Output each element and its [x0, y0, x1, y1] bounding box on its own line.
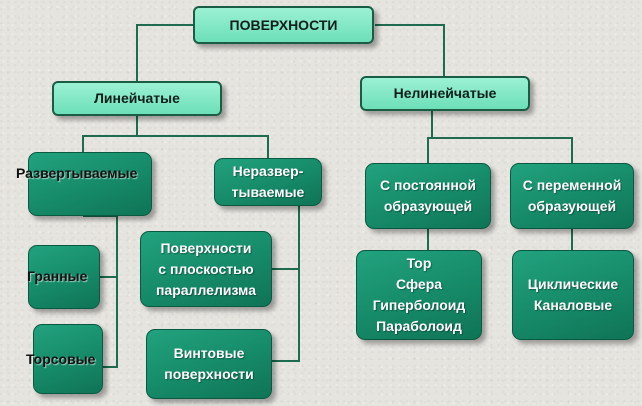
- connector-developable-sub: [83, 215, 118, 368]
- node-constant-examples: Тор Сфера Гиперболоид Параболоид: [356, 250, 482, 340]
- connector-root-nonlinear: [375, 24, 445, 77]
- node-faceted: [28, 245, 100, 309]
- node-parallel-plane: Поверхности с плоскостью параллелизма: [140, 231, 272, 307]
- node-developable: [28, 152, 152, 216]
- connector-nonlinear-variable: [428, 137, 573, 163]
- connector-root-linear: [136, 24, 193, 82]
- node-helical: Винтовые поверхности: [146, 329, 272, 399]
- root-node-surfaces: ПОВЕРХНОСТИ: [193, 6, 374, 44]
- node-nonlinear: Нелинейчатые: [360, 76, 530, 111]
- label-torse: Торсовые: [26, 351, 96, 367]
- connector-linear-children: [82, 116, 138, 152]
- node-variable-generatrix: С переменной образующей: [510, 163, 634, 229]
- connector-nondevelopable-sub: [272, 206, 300, 362]
- label-faceted: Гранные: [27, 268, 88, 284]
- node-nondevelopable: Неразвер- тываемые: [214, 158, 322, 206]
- node-constant-generatrix: С постоянной образующей: [365, 163, 491, 229]
- node-torse: [33, 324, 103, 394]
- node-variable-examples: Циклические Каналовые: [512, 250, 634, 340]
- connector-linear-nondevelopable: [137, 135, 269, 159]
- label-developable: Развертываемые: [16, 165, 138, 181]
- node-linear: Линейчатые: [52, 81, 222, 116]
